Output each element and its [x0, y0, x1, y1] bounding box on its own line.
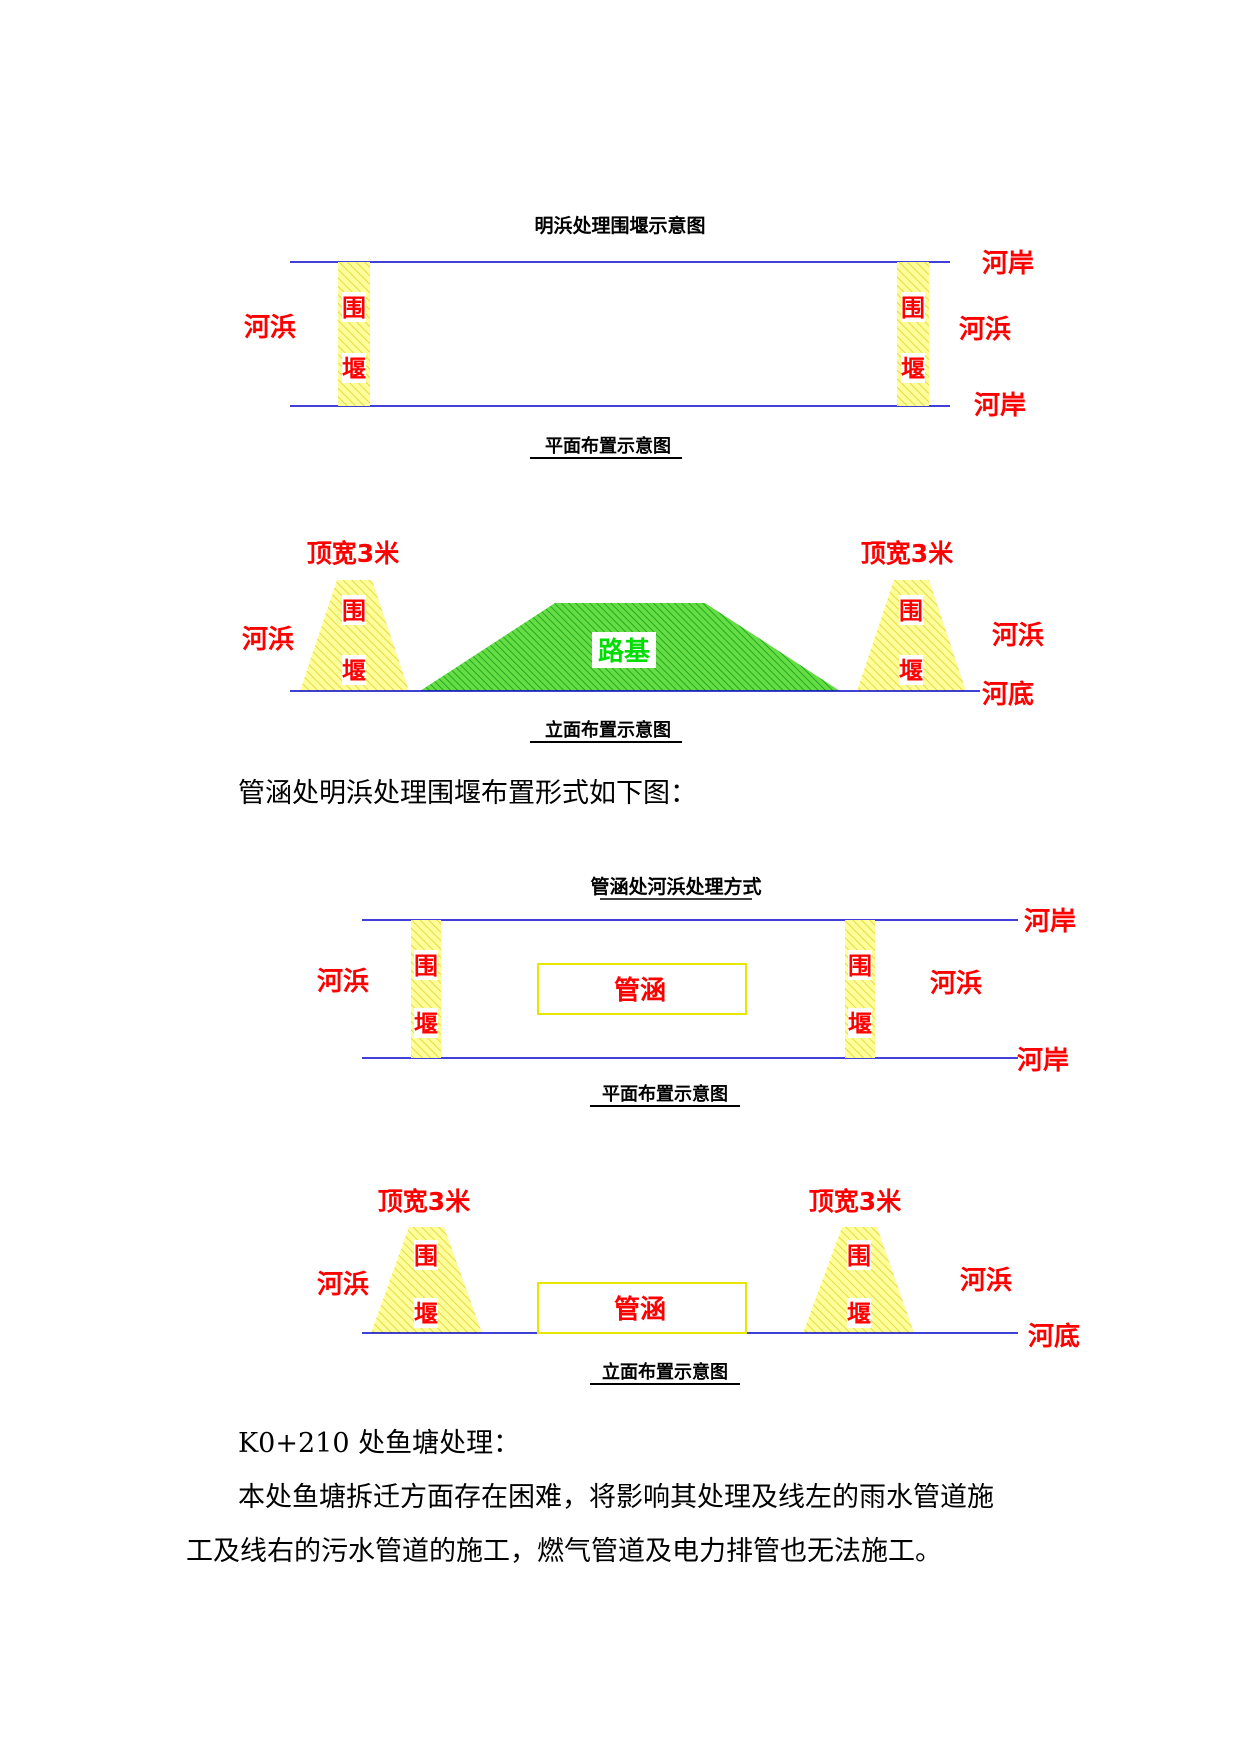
top-width-left-label: 顶宽3米	[307, 539, 400, 568]
diagram1-plan: 明浜处理围堰示意图 围 堰 围 堰 河浜 河浜 河岸 河岸 平面布置示意图	[244, 214, 1034, 459]
weir-char-box	[342, 353, 366, 383]
weir-char-box	[414, 1008, 438, 1038]
weir-left-char2: 堰	[414, 1010, 438, 1038]
weir-left-char2: 堰	[414, 1300, 438, 1328]
bank-bottom-label: 河岸	[974, 391, 1026, 421]
paragraph-k0-210-heading: K0+210 处鱼塘处理：	[238, 1428, 521, 1459]
weir-char-box	[414, 1298, 438, 1328]
bank-top-label: 河岸	[982, 249, 1034, 279]
weir-left-section	[300, 580, 409, 691]
right-creek-label: 河浜	[959, 315, 1011, 345]
culvert-section-box	[537, 1282, 747, 1334]
weir-right-char1: 围	[847, 1242, 871, 1270]
weir-char-box	[847, 1240, 871, 1270]
subgrade-label-box	[592, 632, 656, 668]
bank-bottom-label: 河岸	[1017, 1046, 1069, 1076]
weir-right-char1: 围	[848, 952, 872, 980]
top-width-right-label: 顶宽3米	[809, 1187, 902, 1216]
weir-left-char1: 围	[342, 294, 366, 322]
weir-char-box	[899, 655, 923, 685]
weir-right-char2: 堰	[848, 1010, 872, 1038]
weir-right	[897, 262, 929, 406]
weir-char-box	[899, 595, 923, 625]
weir-left	[338, 262, 370, 406]
diagram2-plan-caption: 平面布置示意图	[602, 1083, 728, 1105]
culvert-label: 管涵	[614, 1295, 666, 1325]
diagram2-elevation: 顶宽3米 顶宽3米 围 堰 围 堰 管涵 河浜 河浜 河底 立面布置示意图	[317, 1187, 1080, 1385]
diagram2-plan-title: 管涵处河浜处理方式	[590, 875, 761, 898]
paragraph-body-line2: 工及线右的污水管道的施工，燃气管道及电力排管也无法施工。	[186, 1536, 942, 1567]
weir-right-section	[857, 580, 966, 691]
weir-char-box	[414, 950, 438, 980]
weir-right-char1: 围	[899, 597, 923, 625]
weir-char-box	[414, 1240, 438, 1270]
river-bed-label: 河底	[1028, 1321, 1080, 1352]
weir-char-box	[901, 353, 925, 383]
culvert-label: 管涵	[614, 976, 666, 1006]
top-width-left-label: 顶宽3米	[378, 1187, 471, 1216]
weir-left-char1: 围	[414, 1242, 438, 1270]
weir-right-char1: 围	[901, 294, 925, 322]
bank-top-label: 河岸	[1024, 907, 1076, 937]
right-creek-label: 河浜	[960, 1266, 1012, 1296]
weir-char-box	[847, 1298, 871, 1328]
weir-char-box	[342, 655, 366, 685]
culvert-plan-box	[537, 963, 747, 1015]
left-creek-label: 河浜	[317, 1270, 369, 1300]
diagram1-elev-caption: 立面布置示意图	[545, 719, 671, 741]
right-creek-label: 河浜	[930, 969, 982, 999]
left-creek-label: 河浜	[242, 625, 294, 655]
left-creek-label: 河浜	[244, 313, 296, 343]
subgrade-label: 路基	[598, 636, 651, 667]
diagram2-elev-caption: 立面布置示意图	[602, 1361, 728, 1383]
weir-char-box	[848, 1008, 872, 1038]
weir-char-box	[901, 292, 925, 322]
paragraph-culvert-intro: 管涵处明浜处理围堰布置形式如下图：	[238, 778, 697, 809]
weir-right-char2: 堰	[847, 1300, 871, 1328]
paragraph-body-line1: 本处鱼塘拆迁方面存在困难，将影响其处理及线左的雨水管道施	[238, 1482, 994, 1513]
diagram1-elevation: 顶宽3米 顶宽3米 围 堰 围 堰 路基 河浜 河浜 河底 立面布置示意图	[242, 539, 1044, 743]
weir-right-char2: 堰	[899, 657, 923, 685]
weir-left-section	[371, 1227, 482, 1333]
right-creek-label: 河浜	[992, 621, 1044, 651]
weir-right-char2: 堰	[901, 355, 925, 383]
weir-char-box	[342, 595, 366, 625]
left-creek-label: 河浜	[317, 967, 369, 997]
river-bed-label: 河底	[982, 679, 1034, 710]
weir-left-char1: 围	[342, 597, 366, 625]
weir-left-char1: 围	[414, 952, 438, 980]
weir-right-section	[803, 1227, 914, 1333]
diagram1-plan-caption: 平面布置示意图	[545, 435, 671, 457]
diagram2-plan: 管涵处河浜处理方式 围 堰 围 堰 管涵 河浜 河浜 河岸 河岸 平面布置示意图	[317, 875, 1076, 1107]
weir-char-box	[342, 292, 366, 322]
diagram1-plan-title: 明浜处理围堰示意图	[534, 214, 705, 237]
weir-left-char2: 堰	[342, 355, 366, 383]
weir-char-box	[848, 950, 872, 980]
top-width-right-label: 顶宽3米	[861, 539, 954, 568]
weir-left-char2: 堰	[342, 657, 366, 685]
